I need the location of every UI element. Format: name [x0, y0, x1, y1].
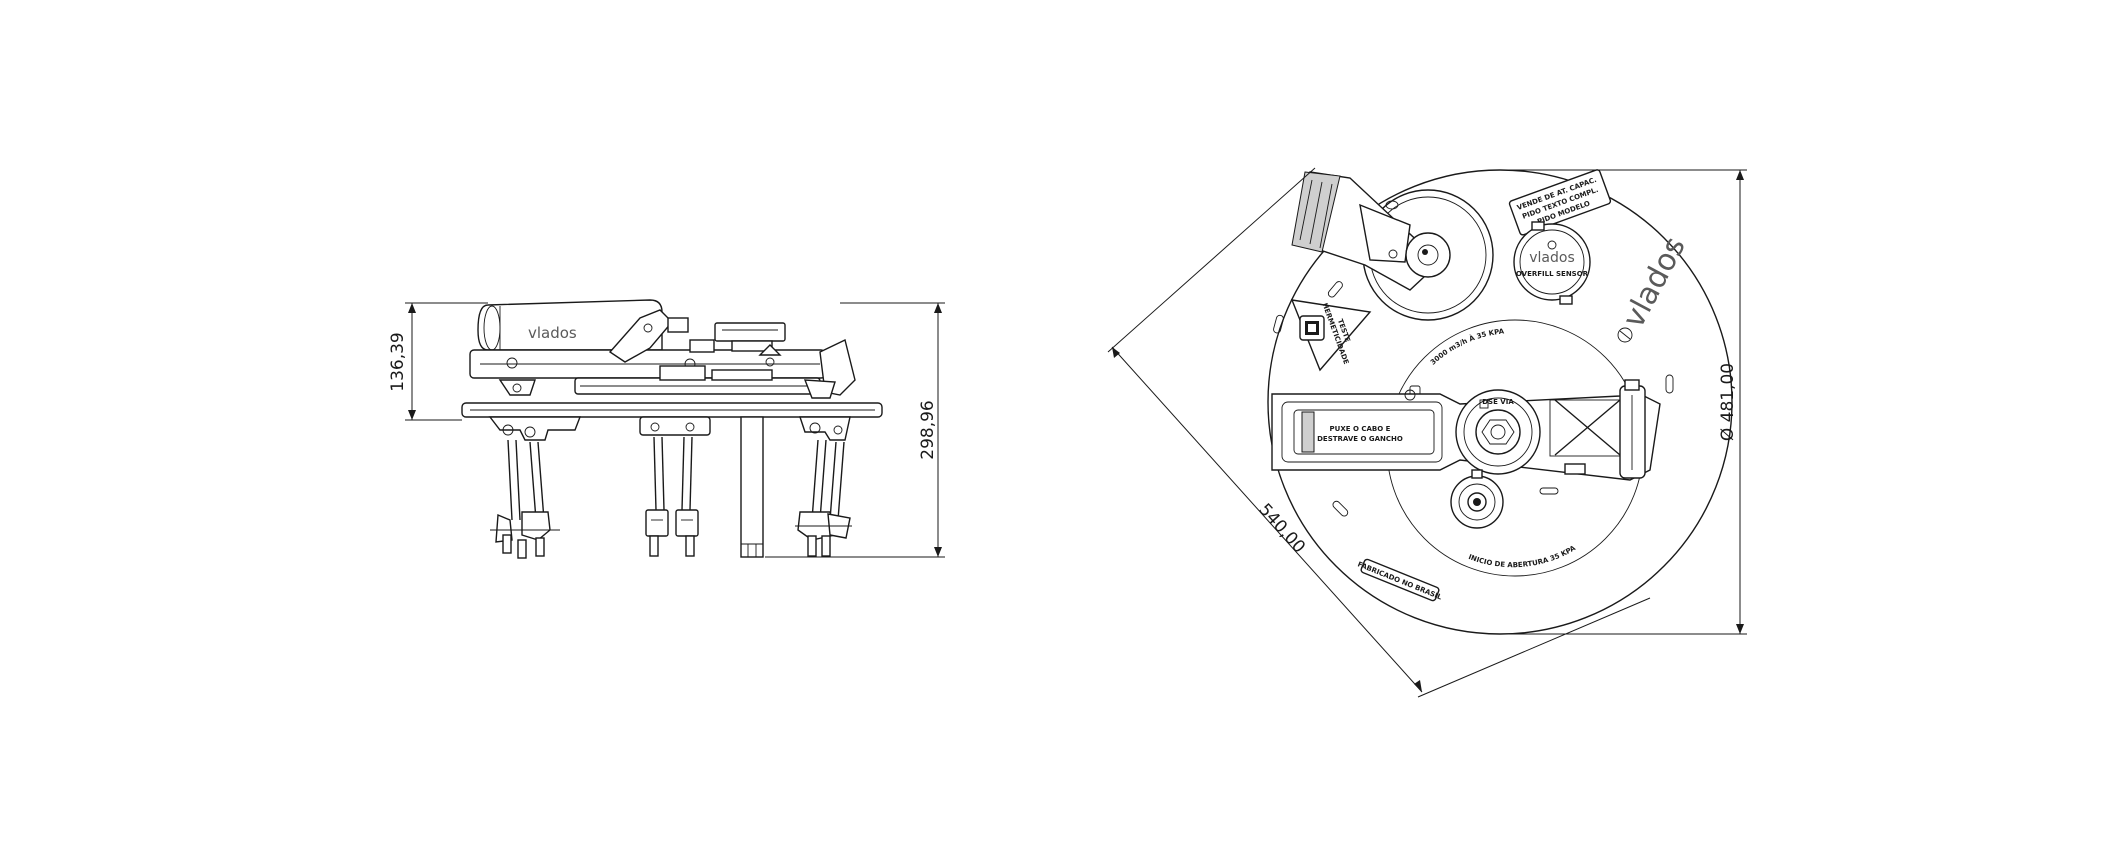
dim-side-height-total: 298,96: [918, 400, 938, 459]
side-logo: vlados: [528, 324, 577, 342]
dim-top-diameter: Ø 481,00: [1718, 363, 1738, 441]
top-swivel-arm: [1291, 171, 1494, 321]
side-gauge: [714, 322, 786, 352]
handle-text-2: DESTRAVE O GANCHO: [1317, 435, 1403, 443]
side-clamps: [488, 416, 851, 441]
sensor-logo: vlados: [1529, 250, 1575, 266]
dim-side-height-top: 136,39: [388, 332, 408, 391]
sensor-label: OVERFILL SENSOR: [1516, 270, 1589, 278]
valve-text: DSE VIA: [1482, 398, 1514, 406]
top-lower-valve: [1450, 469, 1504, 529]
side-legs: [490, 436, 852, 559]
handle-text-1: PUXE O CABO E: [1330, 425, 1391, 433]
side-central-pipe: [740, 416, 764, 558]
side-view: vlados: [388, 299, 945, 559]
side-motor: vlados: [477, 299, 663, 351]
top-view: 3000 m3/h À 35 KPA INICIO DE ABERTURA 35…: [1107, 167, 1747, 698]
top-central-valve: DSE VIA: [1455, 389, 1541, 475]
top-overfill-sensor: vlados OVERFILL SENSOR: [1513, 221, 1591, 305]
side-dimensions: 136,39 298,96: [388, 302, 945, 558]
